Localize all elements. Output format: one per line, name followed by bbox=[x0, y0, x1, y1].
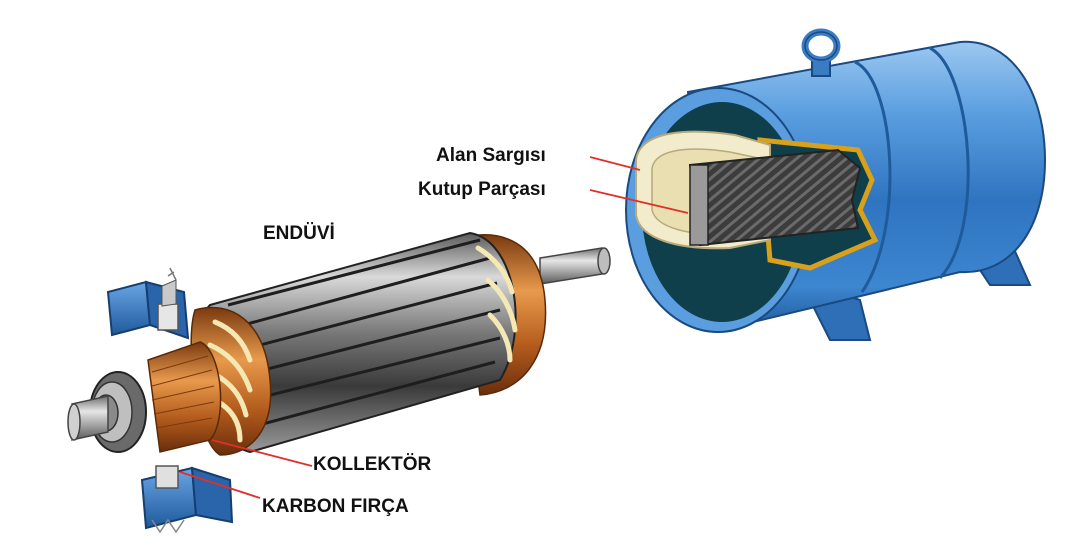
leader-field-winding bbox=[589, 156, 641, 171]
lifting-eye bbox=[801, 28, 841, 77]
leader-lines bbox=[179, 156, 689, 499]
label-carbon-brush: KARBON FIRÇA bbox=[262, 496, 409, 517]
leader-commutator bbox=[211, 439, 313, 467]
stator-housing bbox=[625, 28, 1047, 341]
armature-rotor bbox=[67, 231, 611, 456]
leader-carbon-brush bbox=[179, 471, 261, 499]
commutator-shape bbox=[147, 341, 222, 453]
label-armature: ENDÜVİ bbox=[263, 223, 335, 244]
label-field-winding: Alan Sargısı bbox=[436, 145, 546, 166]
brush-holder-bottom bbox=[140, 465, 234, 534]
label-pole-piece: Kutup Parçası bbox=[418, 179, 546, 200]
pole-piece-shape bbox=[688, 148, 862, 247]
leader-pole-piece bbox=[589, 189, 689, 214]
brush-holder-top bbox=[106, 267, 190, 340]
label-commutator: KOLLEKTÖR bbox=[313, 454, 432, 475]
